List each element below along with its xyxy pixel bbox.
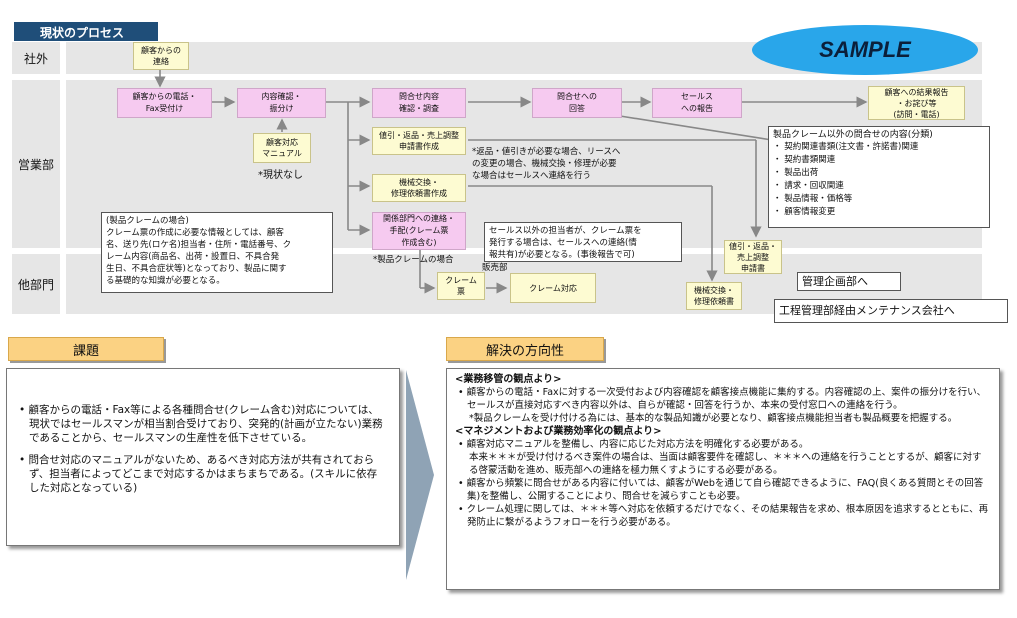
claim-note: (製品クレームの場合) クレーム票の作成に必要な情報としては、顧客 名、送り先(… [101,212,333,293]
claim-handling-box: クレーム対応 [510,273,596,303]
solution-item: • 顧客対応マニュアルを整備し、内容に応じた対応方法を明確化する必要がある。 [458,439,809,450]
direction-arrow [406,370,434,580]
repair-request-box: 機械交換・ 修理依頼書作成 [372,174,466,202]
inquiry-item: ・ 製品情報・価格等 [773,194,853,204]
solution-panel: <業務移管の観点より> • 顧客からの電話・Faxに対する一次受付および内容確認… [446,368,1000,590]
customer-contact-box: 顧客からの 連絡 [133,42,189,70]
lane-label-other: 他部門 [12,254,60,314]
inquiry-item: ・ 製品出荷 [773,168,819,178]
claim-case-label: *製品クレームの場合 [373,255,454,265]
inquiry-item: ・ 顧客情報変更 [773,207,836,217]
claim-slip-doc: クレーム 票 [437,272,485,300]
solution-heading: 解決の方向性 [446,337,604,361]
solution-note: *製品クレームを受け付ける為には、基本的な製品知識が必要となり、顧客接点機能担当… [469,413,958,424]
content-check-box: 内容確認・ 振分け [237,88,326,118]
inquiry-classification-head: 製品クレーム以外の問合せの内容(分類) [773,130,933,140]
lane-label-sales: 営業部 [12,80,60,248]
page-title: 現状のプロセス [14,22,158,41]
solution-section-1-head: <業務移管の観点より> [455,374,562,385]
phone-fax-reception-box: 顧客からの電話・ Fax受付け [117,88,212,118]
inquiry-item: ・ 請求・回収関連 [773,181,844,191]
solution-section-2-head: <マネジメントおよび業務効率化の観点より> [455,426,662,437]
contact-dept-box: 関係部門への連絡・ 手配(クレーム票 作成含む) [372,212,466,250]
issue-item: • 顧客からの電話・Fax等による各種問合せ(クレーム含む)対応については、現状… [19,404,383,444]
other-staff-note: セールス以外の担当者が、クレーム票を 発行する場合は、セールスへの連絡(情 報共… [484,222,682,262]
maintenance-label: 工程管理部経由メンテナンス会社へ [774,299,1008,323]
flow-connectors [154,70,868,294]
inquiry-item: ・ 契約関連書類(注文書・許諾書)関連 [773,142,919,152]
sample-stamp: SAMPLE [752,25,978,75]
issue-item: • 問合せ対応のマニュアルがないため、あるべき対応方法が共有されておらず、担当者… [19,454,378,494]
planning-dept-label: 管理企画部へ [797,272,901,291]
solution-item: • 顧客からの電話・Faxに対する一次受付および内容確認を顧客接点機能に集約する… [458,387,987,411]
result-report-box: 顧客への結果報告 ・お詫び等 (訪問・電話) [868,86,965,120]
discount-slip-doc: 値引・返品・ 売上調整 申請書 [724,240,782,274]
inquiry-item: ・ 契約書類関連 [773,155,836,165]
sales-report-box: セールス への報告 [652,88,742,118]
lane-label-external: 社外 [12,42,60,74]
repair-slip-doc: 機械交換・ 修理依頼書 [686,282,742,310]
solution-note: 本来＊＊＊が受け付けるべき案件の場合は、当面は顧客要件を確認し、＊＊＊への連絡を… [469,452,982,476]
discount-request-box: 値引・返品・売上調整 申請書作成 [372,127,466,155]
manual-doc: 顧客対応 マニュアル [253,133,311,163]
inquiry-check-box: 問合せ内容 確認・調査 [372,88,466,118]
sales-dept-label: 販売部 [482,263,508,273]
issues-panel: • 顧客からの電話・Fax等による各種問合せ(クレーム含む)対応については、現状… [6,368,400,546]
solution-item: • クレーム処理に関しては、＊＊＊等へ対応を依頼するだけでなく、その結果報告を求… [458,504,989,528]
inquiry-classification-box: 製品クレーム以外の問合せの内容(分類) ・ 契約関連書類(注文書・許諾書)関連 … [768,126,990,228]
reply-box: 問合せへの 回答 [532,88,622,118]
return-note: *返品・値引きが必要な場合、リースへ の変更の場合、機械交換・修理が必要 な場合… [472,147,621,181]
issues-heading: 課題 [8,337,164,361]
solution-item: • 顧客から頻繁に問合せがある内容に付いては、顧客がWebを通じて自ら確認できる… [458,478,984,502]
no-status-note: *現状なし [258,170,303,181]
